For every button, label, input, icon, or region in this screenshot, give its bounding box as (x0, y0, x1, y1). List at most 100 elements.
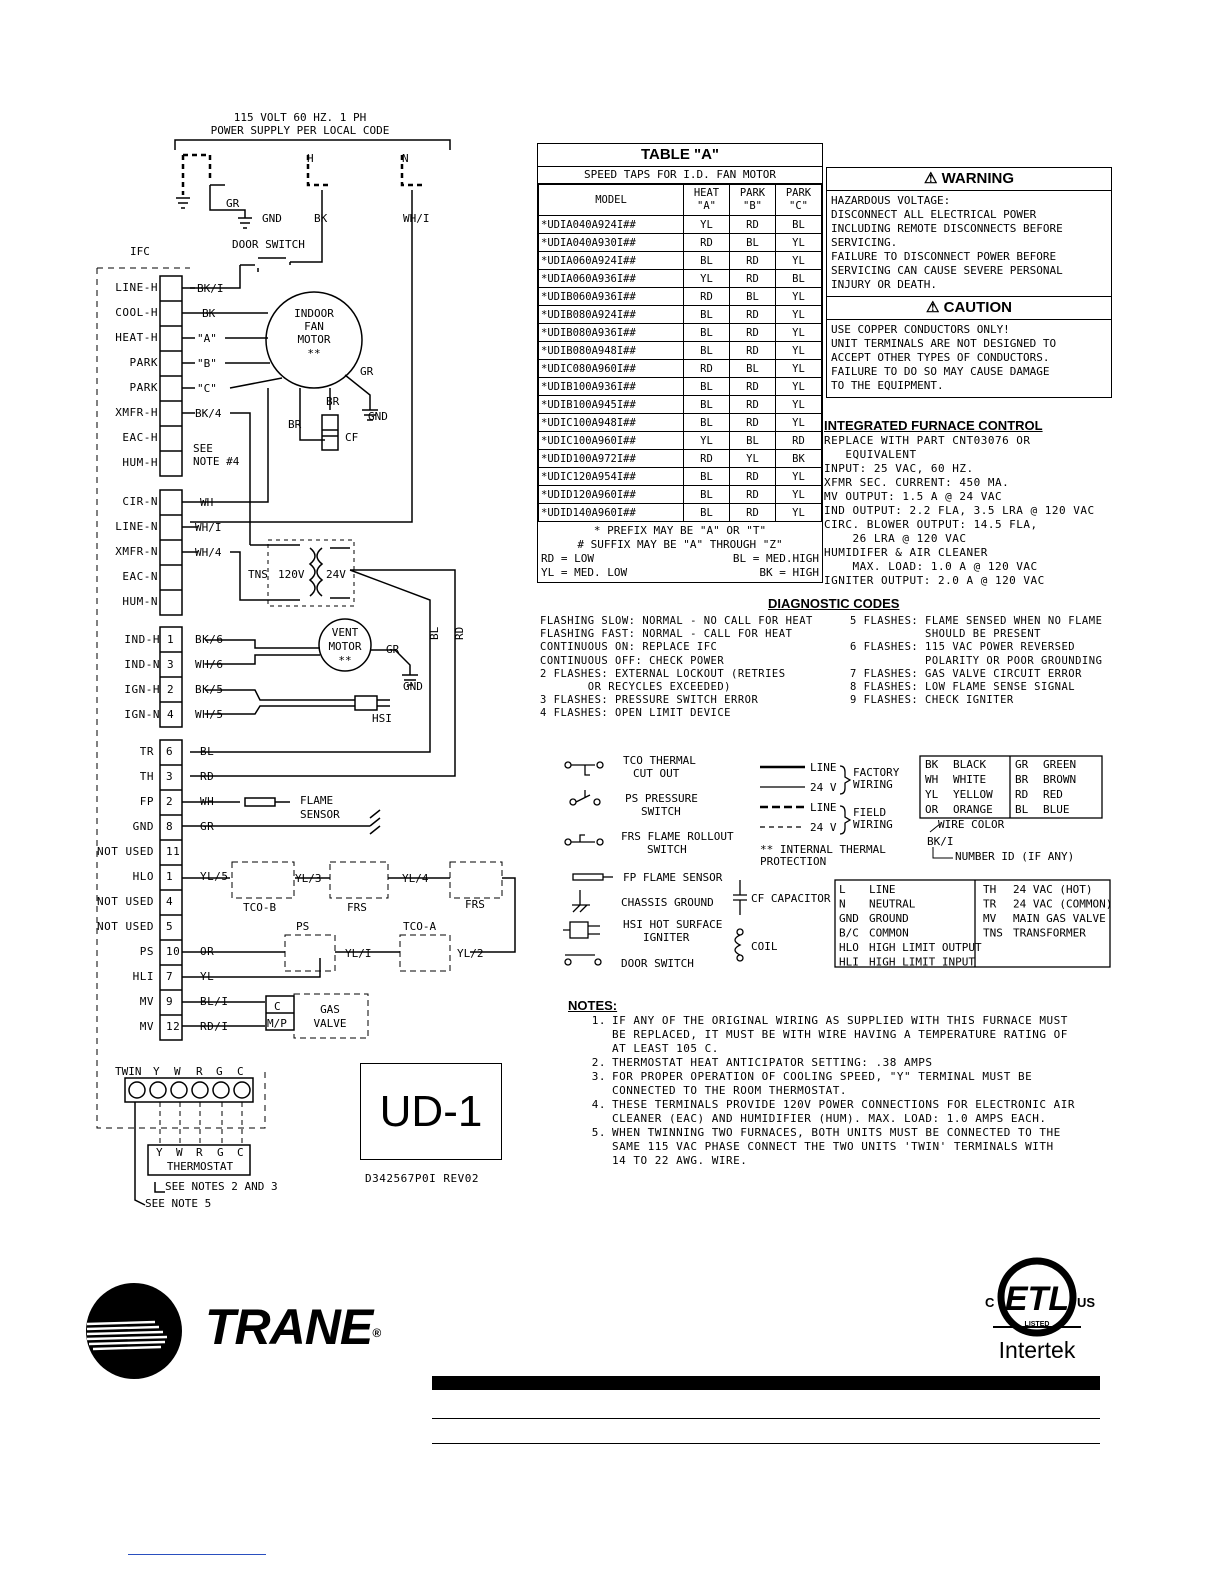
etl-text: ETL (1005, 1280, 1069, 1318)
table-cell: BL (729, 287, 776, 306)
plug-label: HLI (132, 970, 154, 983)
table-cell: *UDIA060A924I## (538, 251, 684, 270)
warning-icon: ⚠ (923, 170, 938, 187)
plug-label: NOT USED (97, 895, 154, 908)
note-text: THESE TERMINALS PROVIDE 120V POWER CONNE… (612, 1098, 1075, 1111)
motor-gr: GR (360, 365, 374, 378)
table-cell: YL (775, 467, 822, 486)
legend-bl: BL = MED.HIGH (732, 552, 819, 565)
sym-chassis: CHASSIS GROUND (621, 896, 714, 909)
text-line: UNIT TERMINALS ARE NOT DESIGNED TO (831, 337, 1057, 350)
see-note4-2: NOTE #4 (193, 455, 240, 468)
see-note4-1: SEE (193, 442, 213, 455)
vent-l2: MOTOR (328, 640, 361, 653)
plug-label: MV (139, 995, 154, 1008)
plug-pin: 9 (166, 995, 174, 1008)
abbrev-item: MAIN GAS VALVE (1013, 912, 1106, 925)
abbrev-item: NEUTRAL (869, 898, 916, 911)
text-line: 5 FLASHES: FLAME SENSED WHEN NO FLAME (850, 615, 1103, 627)
text-line: USE COPPER CONDUCTORS ONLY! (831, 323, 1010, 336)
footer-link-line[interactable] (128, 1554, 266, 1555)
table-cell: RD (683, 287, 730, 306)
abbrev-item: TR (983, 898, 997, 911)
table-cell: RD (729, 485, 776, 504)
registered-mark: ® (372, 1326, 381, 1340)
plug-label: MV (139, 1020, 154, 1033)
color-code: BLACK (953, 758, 986, 771)
tstat-name: THERMOSTAT (167, 1160, 234, 1173)
text-line: SHOULD BE PRESENT (850, 628, 1042, 641)
whi-label: WH/I (403, 212, 430, 225)
symbol-legend: TCO THERMAL CUT OUT PS PRESSURE SWITCH F… (563, 754, 1112, 970)
plug-wire: RD (200, 770, 215, 783)
table-a-header: HEAT "A" (683, 184, 730, 216)
plug-label: IND-N (124, 658, 160, 671)
flame-label2: SENSOR (300, 808, 340, 821)
sym-factory-2: WIRING (853, 778, 893, 791)
sym-tco-2: CUT OUT (633, 767, 680, 780)
vent-l3: ** (338, 654, 351, 667)
table-a-prefix: * PREFIX MAY BE "A" OR "T" (593, 524, 767, 537)
diagnostic-title: DIAGNOSTIC CODES (768, 596, 900, 611)
motor-cf: CF (345, 431, 358, 444)
note-line: CONNECTED TO THE ROOM THERMOSTAT. (568, 1084, 1108, 1098)
text-line: XFMR SEC. CURRENT: 450 MA. (824, 476, 1010, 489)
tstat-b-r: R (196, 1146, 203, 1159)
table-cell: *UDIA040A924I## (538, 215, 684, 234)
table-cell: BL (683, 305, 730, 324)
ifc-label: IFC (130, 245, 150, 258)
table-cell: BK (775, 449, 822, 468)
plug-pin: 4 (166, 895, 174, 908)
text-line: FAILURE TO DISCONNECT POWER BEFORE (831, 250, 1057, 263)
tstat-r: R (196, 1065, 203, 1078)
vent-gr: GR (386, 643, 400, 656)
color-code: BR (1015, 773, 1029, 786)
gr-label: GR (226, 197, 240, 210)
text-line: ACCEPT OTHER TYPES OF CONDUCTORS. (831, 351, 1050, 364)
table-a-subtitle: SPEED TAPS FOR I.D. FAN MOTOR (538, 167, 822, 184)
table-cell: *UDIC080A960I## (538, 359, 684, 378)
plug-pin: 3 (167, 658, 175, 671)
note-line: SAME 115 VAC PHASE CONNECT THE TWO UNITS… (568, 1140, 1108, 1154)
color-code: GREEN (1043, 758, 1076, 771)
plug-label: PS (139, 945, 154, 958)
wire-b: "B" (197, 357, 217, 370)
note-text: CONNECTED TO THE ROOM THERMOSTAT. (612, 1084, 848, 1097)
table-cell: RD (729, 341, 776, 360)
abbrev-item: 24 VAC (HOT) (1013, 883, 1092, 896)
diagnostic-right: 5 FLASHES: FLAME SENSED WHEN NO FLAME SH… (850, 615, 1102, 707)
sym-hsi-1: HSI HOT SURFACE (623, 918, 722, 931)
sym-factory-1: FACTORY (853, 766, 900, 779)
note-line: 3.FOR PROPER OPERATION OF COOLING SPEED,… (568, 1070, 1108, 1084)
sym-frs-1: FRS FLAME ROLLOUT (621, 830, 734, 843)
plug-label: HLO (132, 870, 154, 883)
table-cell: RD (683, 449, 730, 468)
term-xmfr-n: XMFR-N (115, 545, 158, 558)
sym-line-factory: LINE (810, 761, 837, 774)
abbrev-item: TNS (983, 927, 1003, 940)
note-text: SAME 115 VAC PHASE CONNECT THE TWO UNITS… (612, 1140, 1054, 1153)
note-text: THERMOSTAT HEAT ANTICIPATOR SETTING: .38… (612, 1056, 933, 1069)
abbrev-item: 24 VAC (COMMON) (1013, 898, 1112, 911)
term-xmfr-h: XMFR-H (115, 406, 158, 419)
table-cell: YL (775, 377, 822, 396)
caution-icon: ⚠ (926, 299, 940, 316)
note-text: FOR PROPER OPERATION OF COOLING SPEED, "… (612, 1070, 1033, 1083)
footer-rule1 (432, 1418, 1100, 1419)
sym-internal-1: ** INTERNAL THERMAL (760, 843, 886, 856)
abbrev-item: TH (983, 883, 996, 896)
number-id-note: NUMBER ID (IF ANY) (955, 850, 1074, 863)
table-cell: YL (683, 269, 730, 288)
table-a-header: PARK "C" (775, 184, 822, 216)
